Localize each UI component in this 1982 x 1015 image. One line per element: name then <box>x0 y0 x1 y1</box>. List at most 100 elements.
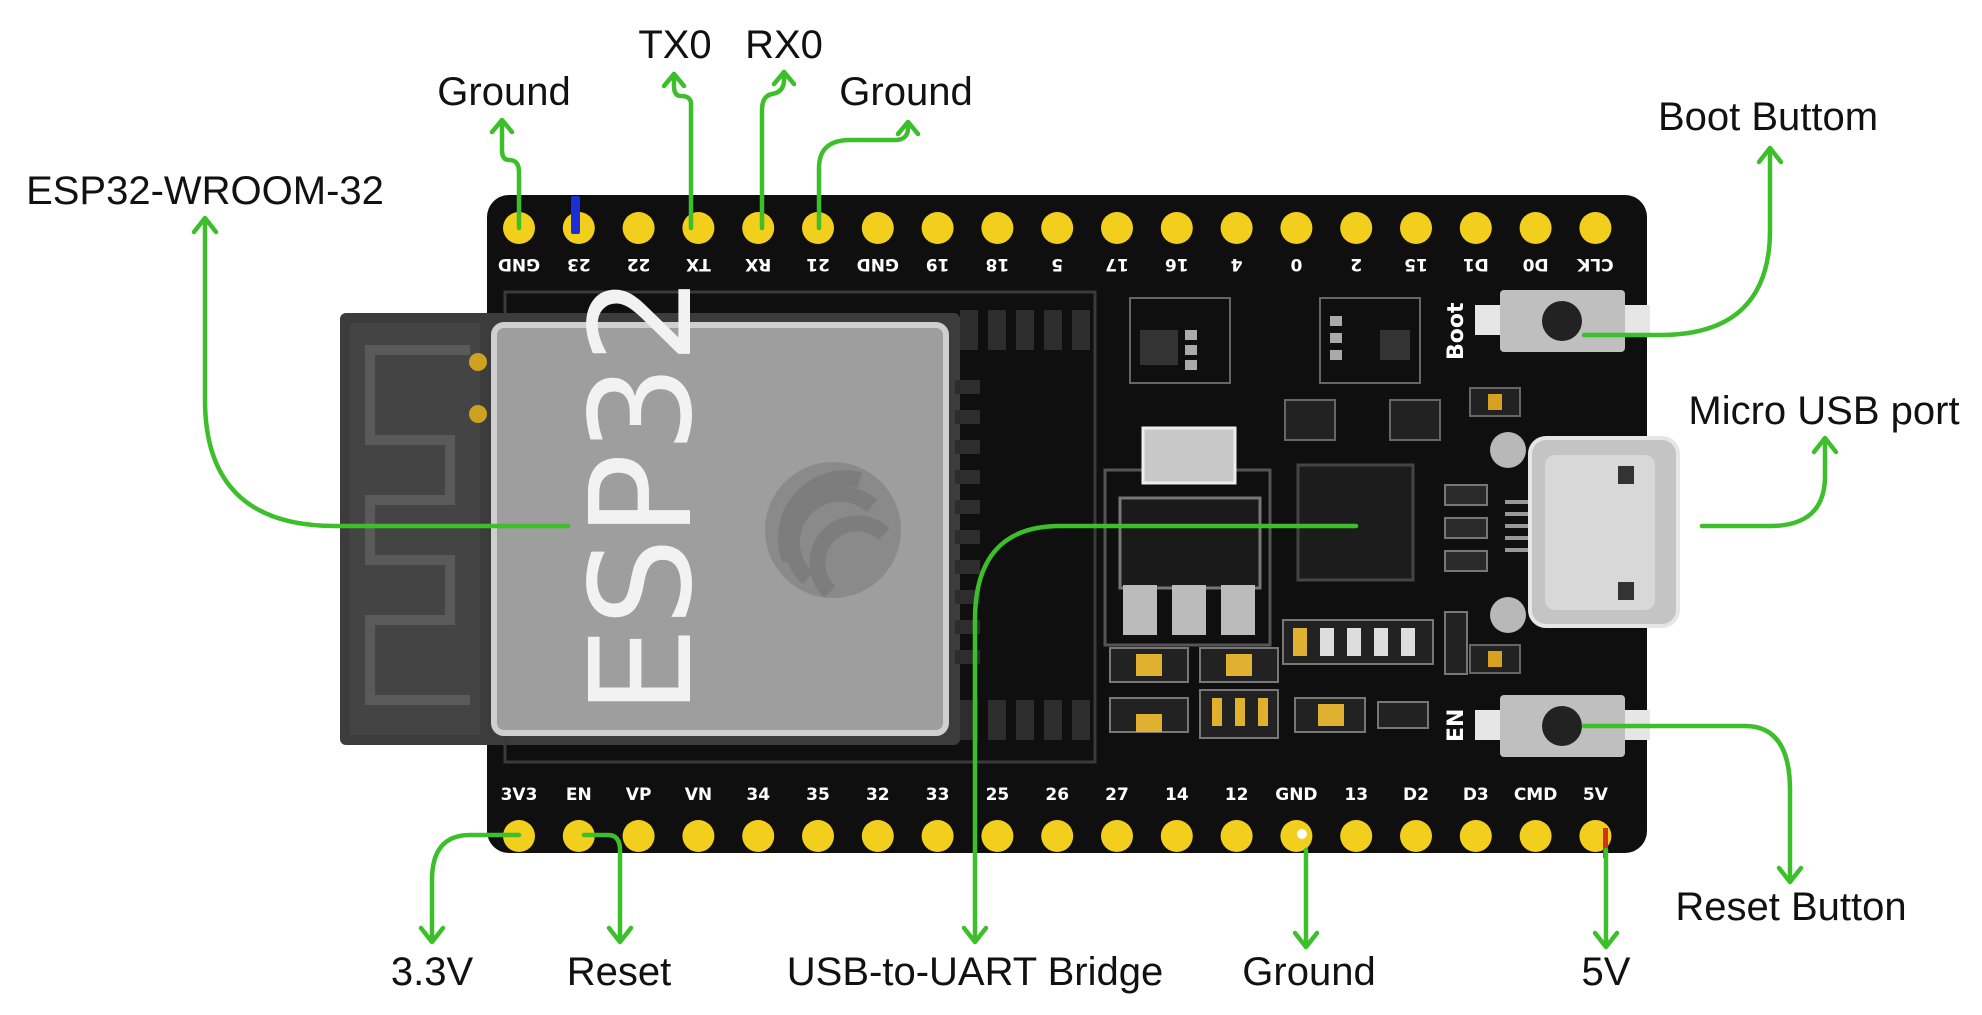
top-pin-label-18: CLK <box>1576 254 1613 274</box>
leader-esp32-module <box>202 217 571 529</box>
top-pin-label-8: 18 <box>986 254 1010 274</box>
bottom-pin-label-16: D3 <box>1463 785 1489 805</box>
bottom-pin-label-14: 13 <box>1344 785 1368 805</box>
top-pin-label-9: 5 <box>1051 254 1063 274</box>
label-ground-top-right: Ground <box>839 70 972 114</box>
bottom-pin-label-6: 32 <box>866 785 890 805</box>
label-reset-pin: Reset <box>567 950 672 994</box>
bottom-pin-label-8: 25 <box>986 785 1010 805</box>
bottom-pin-label-5: 35 <box>806 785 830 805</box>
callout-labels: Ground TX0 RX0 Ground Boot Buttom ESP32-… <box>26 23 1960 994</box>
bottom-pin-9 <box>1041 820 1074 852</box>
top-pin-6 <box>861 212 894 244</box>
label-5v: 5V <box>1582 950 1631 994</box>
top-pin-label-0: GND <box>498 254 540 274</box>
bottom-pin-6 <box>861 820 894 852</box>
leader-reset-pin <box>581 832 623 943</box>
top-pin-7 <box>921 212 954 244</box>
bottom-pin-label-9: 26 <box>1045 785 1069 805</box>
label-usb-uart: USB-to-UART Bridge <box>787 950 1163 994</box>
bottom-pin-15 <box>1400 820 1432 852</box>
top-pin-label-3: TX <box>686 254 711 274</box>
top-pin-label-15: 15 <box>1404 254 1428 274</box>
bottom-pin-label-11: 14 <box>1165 785 1189 805</box>
bottom-pin-label-0: 3V3 <box>501 785 538 805</box>
label-ground-bottom: Ground <box>1242 950 1375 994</box>
top-pin-label-7: 19 <box>926 254 950 274</box>
bottom-pin-1 <box>562 820 595 852</box>
top-pin-4 <box>742 212 775 244</box>
top-pin-label-5: 21 <box>806 254 830 274</box>
bottom-pin-7 <box>921 820 954 852</box>
top-pin-10 <box>1101 212 1133 244</box>
leader-lines <box>191 69 1839 950</box>
top-pin-13 <box>1280 212 1313 244</box>
top-pin-16 <box>1459 212 1492 244</box>
top-pin-11 <box>1160 212 1193 244</box>
top-pin-15 <box>1400 212 1432 244</box>
esp32-wroom-module: ESP32 <box>340 275 1097 764</box>
top-pin-12 <box>1220 212 1253 244</box>
bottom-pin-label-1: EN <box>566 785 592 805</box>
bottom-pin-label-2: VP <box>626 785 652 805</box>
bottom-pin-3 <box>682 820 715 852</box>
bottom-pin-label-3: VN <box>685 785 712 805</box>
leader-usb-uart <box>972 523 1359 943</box>
label-micro-usb: Micro USB port <box>1688 389 1959 433</box>
bottom-pin-label-18: 5V <box>1583 785 1609 805</box>
usb-uart-chip <box>1296 463 1488 582</box>
top-pin-label-2: 22 <box>627 254 651 274</box>
top-pin-14 <box>1340 212 1373 244</box>
bottom-pin-label-17: CMD <box>1514 785 1558 805</box>
voltage-regulator <box>1103 426 1272 647</box>
top-pin-9 <box>1041 212 1074 244</box>
en-silkscreen: EN <box>1444 709 1469 742</box>
pin23-blue-mark <box>571 196 580 234</box>
bottom-pin-12 <box>1220 820 1253 852</box>
bottom-pin-16 <box>1459 820 1492 852</box>
top-pin-label-12: 4 <box>1231 254 1243 274</box>
bottom-pin-4 <box>742 820 775 852</box>
bottom-pin-10 <box>1101 820 1133 852</box>
top-pin-label-4: RX <box>745 254 771 274</box>
bottom-pin-17 <box>1519 820 1552 852</box>
boot-silkscreen: Boot <box>1444 302 1469 360</box>
top-pin-label-1: 23 <box>567 254 591 274</box>
top-pin-8 <box>981 212 1014 244</box>
top-pin-18 <box>1579 212 1612 244</box>
bottom-pin-2 <box>622 820 655 852</box>
module-marking: ESP32 <box>561 275 724 715</box>
smd-components <box>1109 611 1521 739</box>
bottom-pin-11 <box>1160 820 1193 852</box>
top-pin-label-13: 0 <box>1290 254 1302 274</box>
label-tx0: TX0 <box>638 23 711 67</box>
top-pin-label-14: 2 <box>1350 254 1362 274</box>
top-pin-label-17: D0 <box>1522 254 1548 274</box>
label-ground-top-left: Ground <box>437 70 570 114</box>
top-pin-label-10: 17 <box>1105 254 1129 274</box>
bottom-pin-label-15: D2 <box>1403 785 1429 805</box>
top-pin-3 <box>682 212 715 244</box>
bottom-pin-label-13: GND <box>1275 785 1317 805</box>
top-pin-17 <box>1519 212 1552 244</box>
top-pin-2 <box>622 212 655 244</box>
label-rx0: RX0 <box>745 23 823 67</box>
label-boot-button: Boot Buttom <box>1658 95 1878 139</box>
label-esp32-module: ESP32-WROOM-32 <box>26 169 384 213</box>
leader-3v3 <box>429 832 522 943</box>
espressif-logo-icon <box>765 462 901 598</box>
micro-usb-port <box>1490 432 1680 633</box>
pin5v-red-mark <box>1603 828 1608 858</box>
bottom-pin-13 <box>1280 820 1313 852</box>
leader-boot-button <box>1581 147 1773 338</box>
leader-micro-usb <box>1699 437 1828 529</box>
label-reset-button: Reset Button <box>1675 885 1906 929</box>
bottom-pin-5 <box>802 820 834 852</box>
top-pin-label-6: GND <box>857 254 899 274</box>
bottom-pin-8 <box>981 820 1014 852</box>
top-pin-label-11: 16 <box>1165 254 1189 274</box>
bottom-pin-label-12: 12 <box>1225 785 1249 805</box>
